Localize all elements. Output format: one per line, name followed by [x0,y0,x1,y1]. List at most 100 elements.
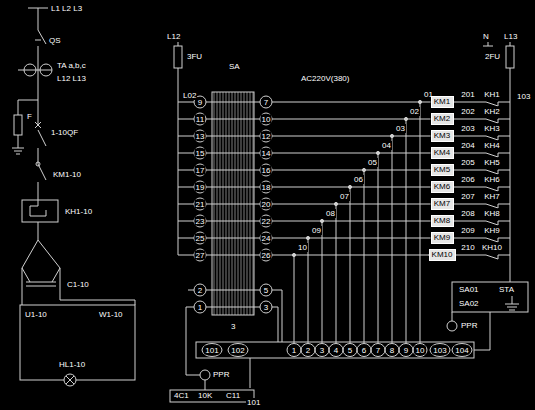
coil-label: KM4 [432,148,453,157]
coil-label: KM9 [432,233,453,242]
schematic-label: 1-10QF [50,128,79,137]
schematic-label: SA02 [458,299,480,308]
schematic-label: 2 [197,286,203,295]
schematic-label: F [26,112,33,121]
schematic-label: STA [498,285,515,294]
schematic-label: 02 [409,107,420,116]
schematic-label: 2 [305,346,311,355]
coil-label: KM7 [432,199,453,208]
relay-coil-box: KM6 [431,181,454,193]
single-line-diagram [12,8,135,386]
schematic-label: 11 [195,115,205,124]
schematic-label: 03 [395,124,406,133]
schematic-label: C1-10 [66,280,90,289]
schematic-label: 3FU [186,52,203,61]
coil-label: KM1 [432,97,453,106]
relay-coil-box: KM9 [431,232,454,244]
schematic-label: 5 [347,346,353,355]
schematic-label: N [482,32,490,41]
schematic-label: 15 [195,149,206,158]
schematic-label: 103 [516,92,531,101]
schematic-label: KH10 [481,243,503,252]
schematic-label: L13 [503,32,518,41]
schematic-label: 06 [353,175,364,184]
schematic-label: 104 [454,346,469,355]
schematic-label: 3 [230,322,236,331]
schematic-label: 10 [297,243,308,252]
coil-label: KM10 [430,250,455,259]
schematic-label: PPR [460,321,478,330]
relay-coil-box: KM2 [431,113,454,125]
schematic-label: 05 [367,158,378,167]
schematic-label: 203 [460,124,475,133]
relay-coil-box: KM7 [431,198,454,210]
schematic-label: 10K [197,391,213,400]
schematic-label: 205 [460,158,475,167]
schematic-label: KH9 [483,226,501,235]
schematic-label: 08 [325,209,336,218]
schematic-label: KH4 [483,141,501,150]
schematic-label: 7 [263,98,269,107]
schematic-label: U1-10 [24,310,48,319]
schematic-label: KH3 [483,124,501,133]
schematic-label: HL1-10 [58,360,86,369]
coil-label: KM2 [432,114,453,123]
schematic-label: KH2 [483,107,501,116]
schematic-label: 8 [389,346,395,355]
schematic-label: 22 [261,217,272,226]
schematic-label: L1 L2 L3 [50,4,83,13]
schematic-label: 21 [195,200,206,209]
schematic-label: 16 [261,166,272,175]
schematic-label: 18 [261,183,272,192]
schematic-label: 17 [195,166,206,175]
schematic-label: 7 [375,346,381,355]
schematic-label: 208 [460,209,475,218]
schematic-label: 24 [261,234,272,243]
schematic-label: 101 [246,398,261,407]
schematic-label: 1 [291,346,297,355]
schematic-label: 4 [333,346,339,355]
relay-coil-box: KM10 [429,249,456,261]
schematic-label: 6 [361,346,367,355]
schematic-label: 12 [261,132,272,141]
coil-label: KM8 [432,216,453,225]
relay-coil-box: KM3 [431,130,454,142]
schematic-label: 26 [261,251,272,260]
schematic-label: KH5 [483,158,501,167]
schematic-label: 07 [339,192,350,201]
schematic-label: AC220V(380) [300,74,350,83]
schematic-label: 23 [195,217,206,226]
coil-label: KM5 [432,165,453,174]
schematic-label: QS [48,36,62,45]
schematic-label: 202 [460,107,475,116]
schematic-label: 101 [204,346,219,355]
schematic-label: SA01 [458,285,480,294]
schematic-label: KM1-10 [52,170,82,179]
schematic-label: 5 [263,286,269,295]
schematic-label: 103 [432,346,447,355]
schematic-label: TA a,b,c [56,61,87,70]
schematic-label: 1 [197,303,203,312]
schematic-label: C11 [225,391,241,400]
schematic-label: L12 L13 [56,74,87,83]
schematic-label: 204 [460,141,475,150]
schematic-label: 09 [311,226,322,235]
schematic-label: 102 [230,346,245,355]
schematic-label: PPR [212,370,230,379]
schematic-label: 4C1 [173,391,190,400]
coil-label: KM3 [432,131,453,140]
relay-coil-box: KM5 [431,164,454,176]
schematic-label: 04 [381,141,392,150]
schematic-label: 201 [460,90,475,99]
schematic-label: 3 [319,346,325,355]
relay-coil-box: KM4 [431,147,454,159]
schematic-label: 25 [195,234,206,243]
schematic-label: 209 [460,226,475,235]
schematic-label: 19 [195,183,206,192]
relay-coil-box: KM8 [431,215,454,227]
schematic-label: 13 [195,132,206,141]
schematic-label: L12 [166,32,181,41]
schematic-label: KH1 [483,90,501,99]
schematic-label: 2FU [484,52,501,61]
schematic-label: 10 [415,346,426,355]
